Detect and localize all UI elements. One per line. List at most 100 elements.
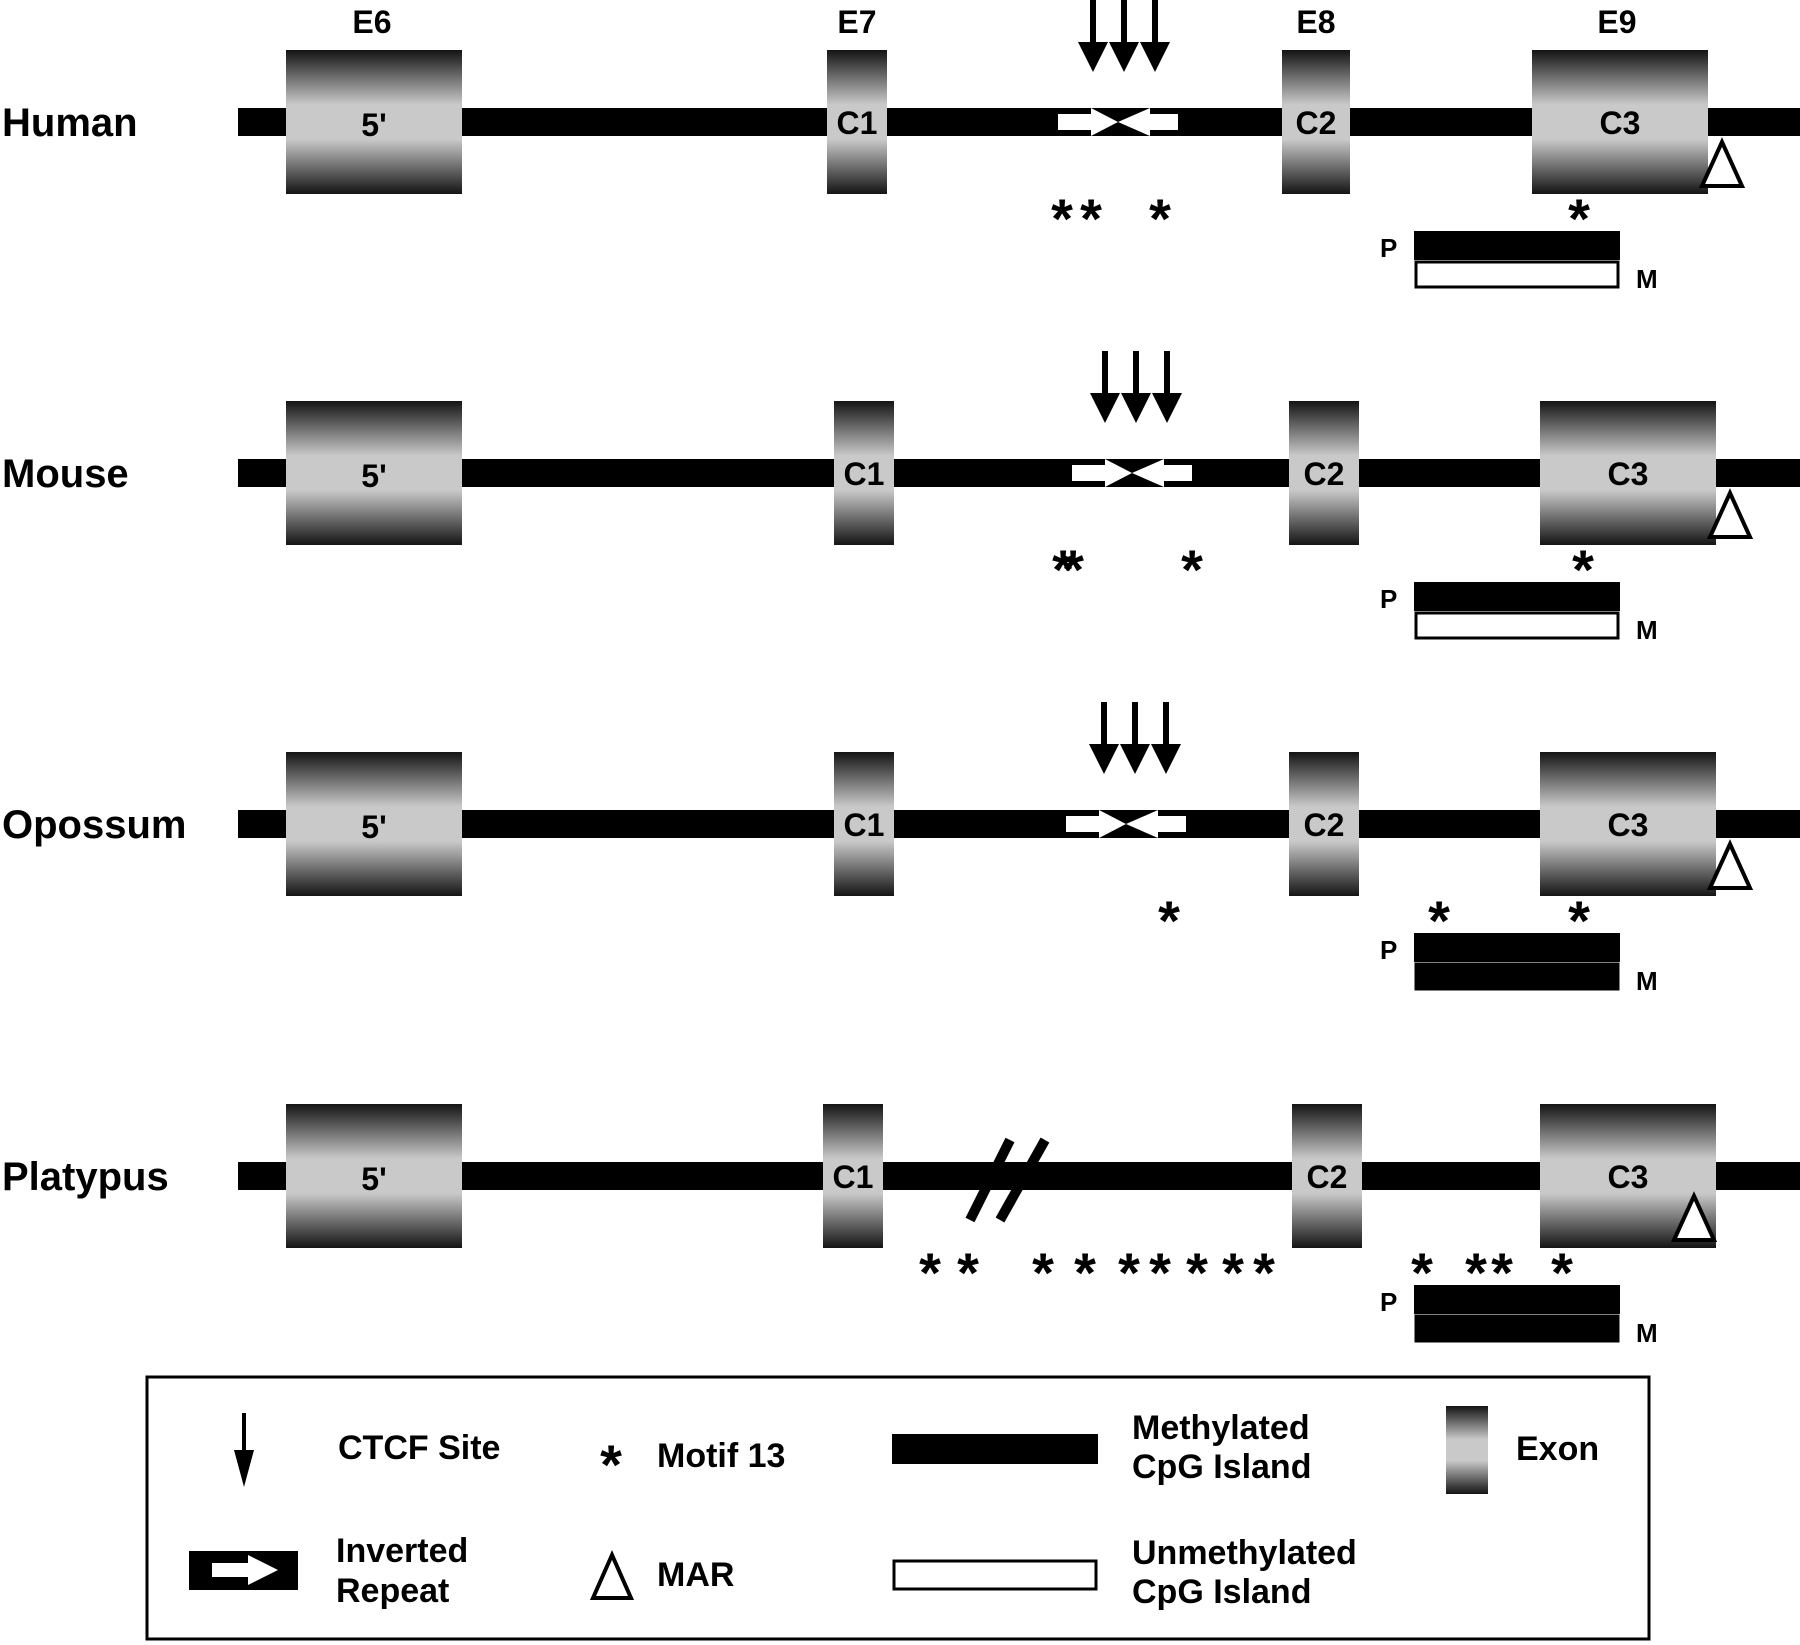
exon-c2 xyxy=(1289,401,1359,545)
cpg-island-maternal xyxy=(1414,611,1620,640)
legend: CTCF Site * Motif 13 Methylated CpG Isla… xyxy=(145,1375,1651,1641)
legend-label-exon: Exon xyxy=(1516,1430,1599,1468)
ctcf-arrow-icon xyxy=(1121,351,1151,423)
cpg-island-paternal xyxy=(1414,231,1620,260)
exon-label: C2 xyxy=(1296,105,1337,141)
legend-label-inverted-2: Repeat xyxy=(336,1572,449,1610)
exon-header-e6: E6 xyxy=(352,4,391,40)
exon-c2 xyxy=(1292,1104,1362,1248)
exon-5prime xyxy=(286,752,462,896)
exon-c3 xyxy=(1540,401,1716,545)
exon-label: C3 xyxy=(1608,1159,1649,1195)
exon-label: 5' xyxy=(361,107,386,143)
legend-frame xyxy=(145,1375,1651,1641)
exon-label: C1 xyxy=(837,105,878,141)
gene-backbone xyxy=(238,459,1800,487)
ctcf-arrow-icon xyxy=(1090,351,1120,423)
exon-5prime xyxy=(286,1104,462,1248)
exon-label: C2 xyxy=(1304,807,1345,843)
cpg-island-paternal xyxy=(1414,1285,1620,1314)
exon-label: C1 xyxy=(844,807,885,843)
allele-label-paternal: P xyxy=(1380,935,1397,965)
motif13-asterisk-icon: * xyxy=(1074,1241,1096,1304)
ctcf-arrow-icon xyxy=(1109,0,1139,72)
motif13-asterisk-icon: * xyxy=(1158,889,1180,952)
allele-label-maternal: M xyxy=(1636,615,1658,645)
legend-label-ctcf: CTCF Site xyxy=(338,1429,500,1467)
motif13-asterisk-icon: * xyxy=(1032,1241,1054,1304)
mar-triangle-icon xyxy=(1698,137,1746,188)
exon-c2 xyxy=(1282,50,1350,194)
exon-label: C3 xyxy=(1608,456,1649,492)
exon-gradient-icon xyxy=(1446,1406,1488,1494)
motif13-asterisk-icon: * xyxy=(957,1241,979,1304)
motif13-asterisk-icon: * xyxy=(1253,1241,1275,1304)
allele-label-paternal: P xyxy=(1380,584,1397,614)
exon-c2 xyxy=(1289,752,1359,896)
exon-5prime xyxy=(286,401,462,545)
cpg-island-paternal xyxy=(1414,933,1620,962)
mar-triangle-icon xyxy=(1670,1191,1718,1242)
legend-label-methylated-2: CpG Island xyxy=(1132,1448,1311,1486)
inverted-repeat-icon xyxy=(1072,459,1192,487)
motif13-asterisk-icon: * xyxy=(1062,538,1084,601)
exon-label: C1 xyxy=(833,1159,874,1195)
legend-label-methylated-1: Methylated xyxy=(1132,1409,1310,1447)
ctcf-arrow-icon xyxy=(1140,0,1170,72)
ctcf-arrow-icon xyxy=(1151,702,1181,774)
ctcf-arrow-icon xyxy=(1089,702,1119,774)
motif13-asterisk-icon: * xyxy=(1080,187,1102,250)
allele-label-maternal: M xyxy=(1636,264,1658,294)
exon-header-e7: E7 xyxy=(837,4,876,40)
mar-triangle-icon xyxy=(589,1550,635,1600)
species-label: Opossum xyxy=(2,803,186,847)
unmethylated-bar-icon xyxy=(892,1559,1098,1591)
exon-header-e8: E8 xyxy=(1296,4,1335,40)
motif13-asterisk-icon: * xyxy=(1186,1241,1208,1304)
allele-label-maternal: M xyxy=(1636,966,1658,996)
break-mark-icon xyxy=(965,1137,1015,1223)
legend-label-mar: MAR xyxy=(657,1556,734,1594)
motif13-asterisk-icon: * xyxy=(1149,1241,1171,1304)
exon-label: C1 xyxy=(844,456,885,492)
asterisk-icon: * xyxy=(600,1433,622,1496)
exon-5prime xyxy=(286,50,462,194)
ctcf-arrow-icon xyxy=(1120,702,1150,774)
exon-c1 xyxy=(834,401,894,545)
allele-label-paternal: P xyxy=(1380,233,1397,263)
exon-c3 xyxy=(1532,50,1708,194)
cpg-island-maternal xyxy=(1414,260,1620,289)
motif13-asterisk-icon: * xyxy=(919,1241,941,1304)
allele-label-maternal: M xyxy=(1636,1318,1658,1348)
exon-label: 5' xyxy=(361,809,386,845)
cpg-island-maternal xyxy=(1414,1314,1620,1343)
motif13-asterisk-icon: * xyxy=(1051,187,1073,250)
exon-label: C2 xyxy=(1304,456,1345,492)
motif13-asterisk-icon: * xyxy=(1118,1241,1140,1304)
exon-headers: E6 E7 E8 E9 xyxy=(352,4,1636,40)
exon-label: 5' xyxy=(361,1161,386,1197)
ctcf-arrow-icon xyxy=(234,1413,254,1487)
exon-label: C2 xyxy=(1307,1159,1348,1195)
exon-c1 xyxy=(827,50,887,194)
legend-label-inverted-1: Inverted xyxy=(336,1532,468,1570)
legend-label-unmethylated-1: Unmethylated xyxy=(1132,1534,1357,1572)
ctcf-arrow-icon xyxy=(1078,0,1108,72)
exon-c3 xyxy=(1540,752,1716,896)
gene-backbone xyxy=(238,810,1800,838)
exon-label: C3 xyxy=(1600,105,1641,141)
inverted-repeat-icon xyxy=(1066,810,1186,838)
motif13-asterisk-icon: * xyxy=(1149,187,1171,250)
break-mark-icon xyxy=(995,1137,1050,1223)
cpg-island-paternal xyxy=(1414,582,1620,611)
mar-triangle-icon xyxy=(1706,839,1754,890)
cpg-island-maternal xyxy=(1414,962,1620,991)
inverted-repeat-icon xyxy=(189,1551,298,1590)
species-label: Platypus xyxy=(2,1155,169,1199)
